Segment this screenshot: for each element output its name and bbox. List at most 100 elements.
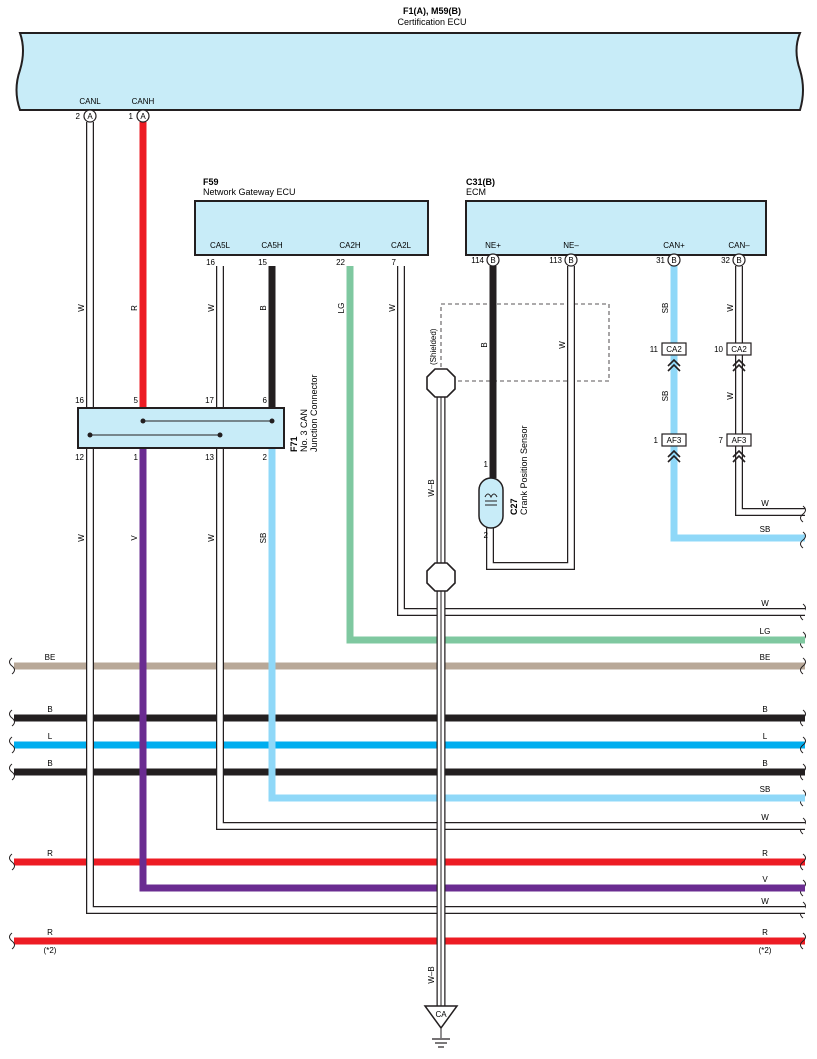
wire-label: V [130,535,139,541]
canl-connector-letter: A [87,112,93,121]
wire-color-labels: W R W B LG W B W SB W W V W SB W–B W–B S… [77,303,735,984]
nep-pin-number: 114 [471,256,484,265]
ca2h-wire[interactable] [346,266,805,644]
bus-label-right: W [761,599,769,608]
nep-pin-label: NE+ [485,241,501,250]
nem-wire-core [487,266,574,569]
junction-name-line2: Junction Connector [309,374,319,452]
canp-connector-letter: B [671,256,676,265]
ca2-connector-box [726,342,752,356]
wire-label: W [726,304,735,312]
af3-connector-name: AF3 [667,436,682,445]
sensor-code: C27 [509,498,519,515]
ecm-body [465,200,767,256]
canp-pin-number: 31 [656,256,665,265]
certification-ecu-code: F1(A), M59(B) [403,6,461,16]
nem-pin-label: NE– [563,241,579,250]
shield-dashed-box [440,303,610,382]
af3-connector-pin: 7 [719,436,724,445]
junction-pin-bottom: 13 [205,453,214,462]
ca2-connector-pin: 10 [714,345,723,354]
canl-pin-label: CANL [79,97,101,106]
ecm-code: C31(B) [466,177,495,187]
ground-triangle-icon [423,1005,459,1030]
bus-label-right: R [762,849,768,858]
ecm[interactable]: C31(B) ECM NE+ NE– CAN+ CAN– [465,177,767,256]
bus-label-right: W [761,897,769,906]
shielded-label: (Shielded) [429,328,438,365]
bus-label-right: SB [760,785,771,794]
canm-connector-circle [732,253,746,267]
nep-connector-letter: B [490,256,495,265]
bus-label-left: BE [45,653,56,662]
junction-pin-top: 17 [205,396,214,405]
wire-label: R [130,305,139,311]
junction-sb-wire[interactable] [268,420,805,802]
af3-connector-pin: 1 [654,436,659,445]
af3-connector-box [726,433,752,447]
wire-label: B [480,342,489,347]
connector-chevron [732,358,746,372]
canh-connector-circle [136,109,150,123]
ground-label: CA [435,1010,447,1019]
junction-code: F71 [289,436,299,452]
bus-break-mark-left [9,763,15,781]
sensor-pin-bottom: 2 [484,531,489,540]
vertical-wires [86,122,805,1006]
bus-label-left: R [47,849,53,858]
wire-label: W [726,392,735,400]
bus-label-right: W [761,813,769,822]
ca2-connector-pin: 11 [650,345,659,354]
wire-label: W [207,534,216,542]
ca5h-pin-label: CA5H [261,241,283,250]
canm-pin-number: 32 [721,256,730,265]
ca2h-pin-label: CA2H [339,241,361,250]
sensor-body [478,477,504,529]
right-wire-label: SB [760,525,771,534]
nem-connector-circle [564,253,578,267]
canh-connector-letter: A [140,112,146,121]
junction-pin-top: 16 [75,396,84,405]
network-gateway-ecu[interactable]: F59 Network Gateway ECU CA5L CA5H CA2H C… [194,177,429,256]
canh-pin-number: 1 [129,112,134,121]
ca2l-pin-label: CA2L [391,241,412,250]
bus-label-right: LG [760,627,771,636]
shield-octagon-icon [426,562,456,592]
wire-label: SB [259,533,268,544]
bus-break-mark-right [800,763,806,781]
wire-label: W [77,304,86,312]
bus-break-mark-right [800,932,806,950]
junction-v-wire[interactable] [139,420,805,892]
af3-connector-name: AF3 [732,436,747,445]
canp-wire[interactable] [670,266,805,542]
junction-node [140,418,146,424]
canp-pin-label: CAN+ [663,241,685,250]
certification-ecu-body [15,32,804,111]
canm-wire[interactable] [735,266,805,516]
bus-label-left: R [47,928,53,937]
nem-pin-number: 113 [549,256,562,265]
gateway-code: F59 [203,177,219,187]
bus-label-right: B [762,705,767,714]
shield-grounds [426,368,456,592]
ca5l-pin-number: 16 [206,258,215,267]
right-wire-label: W [761,499,769,508]
nep-connector-circle [486,253,500,267]
wire-label: W–B [427,479,436,496]
bus-label-left: L [48,732,53,741]
certification-ecu[interactable]: F1(A), M59(B) Certification ECU CANL CAN… [15,6,804,111]
bus-note-left: (*2) [44,946,57,955]
inline-connectors[interactable]: CA2 11 CA2 10 AF3 1 AF3 7 [650,342,752,463]
bus-break-mark-left [9,709,15,727]
bus-label-right: R [762,928,768,937]
shield-octagon-icon [426,368,456,398]
pin-markers: A 2 A 1 16 15 22 7 B 114 B 113 B 31 B 32 [76,109,746,267]
ca5h-pin-number: 15 [258,258,267,267]
ground-point[interactable]: CA [423,1005,459,1048]
crank-position-sensor[interactable]: 1 2 C27 Crank Position Sensor [478,425,529,540]
wire-label: W [558,341,567,349]
junction-name-line1: No. 3 CAN [299,409,309,452]
junction-connector-f71[interactable]: 16 5 17 6 12 1 13 2 F71 No. 3 CAN Juncti… [75,374,319,462]
wire-label: W [388,304,397,312]
